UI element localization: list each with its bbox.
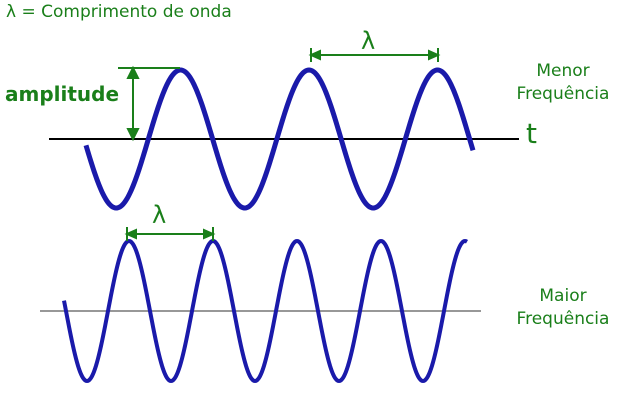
low-frequency-wave bbox=[83, 67, 476, 211]
wavelength-definition-caption: λ = Comprimento de onda bbox=[6, 2, 232, 22]
wavelength-symbol-bottom: λ bbox=[152, 201, 167, 229]
low-frequency-label-line2: Frequência bbox=[516, 84, 610, 104]
low-frequency-label: Menor Frequência bbox=[498, 60, 628, 106]
wavelength-marker-bottom bbox=[124, 227, 216, 241]
high-frequency-label-line2: Frequência bbox=[516, 309, 610, 329]
time-axis-label: t bbox=[526, 117, 537, 150]
low-frequency-label-line1: Menor bbox=[536, 61, 590, 81]
wavelength-marker-top bbox=[308, 48, 441, 62]
high-frequency-label: Maior Frequência bbox=[498, 285, 628, 331]
amplitude-marker bbox=[118, 65, 180, 142]
amplitude-label: amplitude bbox=[5, 82, 120, 106]
wavelength-symbol-top: λ bbox=[361, 27, 376, 55]
high-frequency-wave bbox=[62, 238, 469, 384]
high-frequency-label-line1: Maior bbox=[539, 286, 587, 306]
